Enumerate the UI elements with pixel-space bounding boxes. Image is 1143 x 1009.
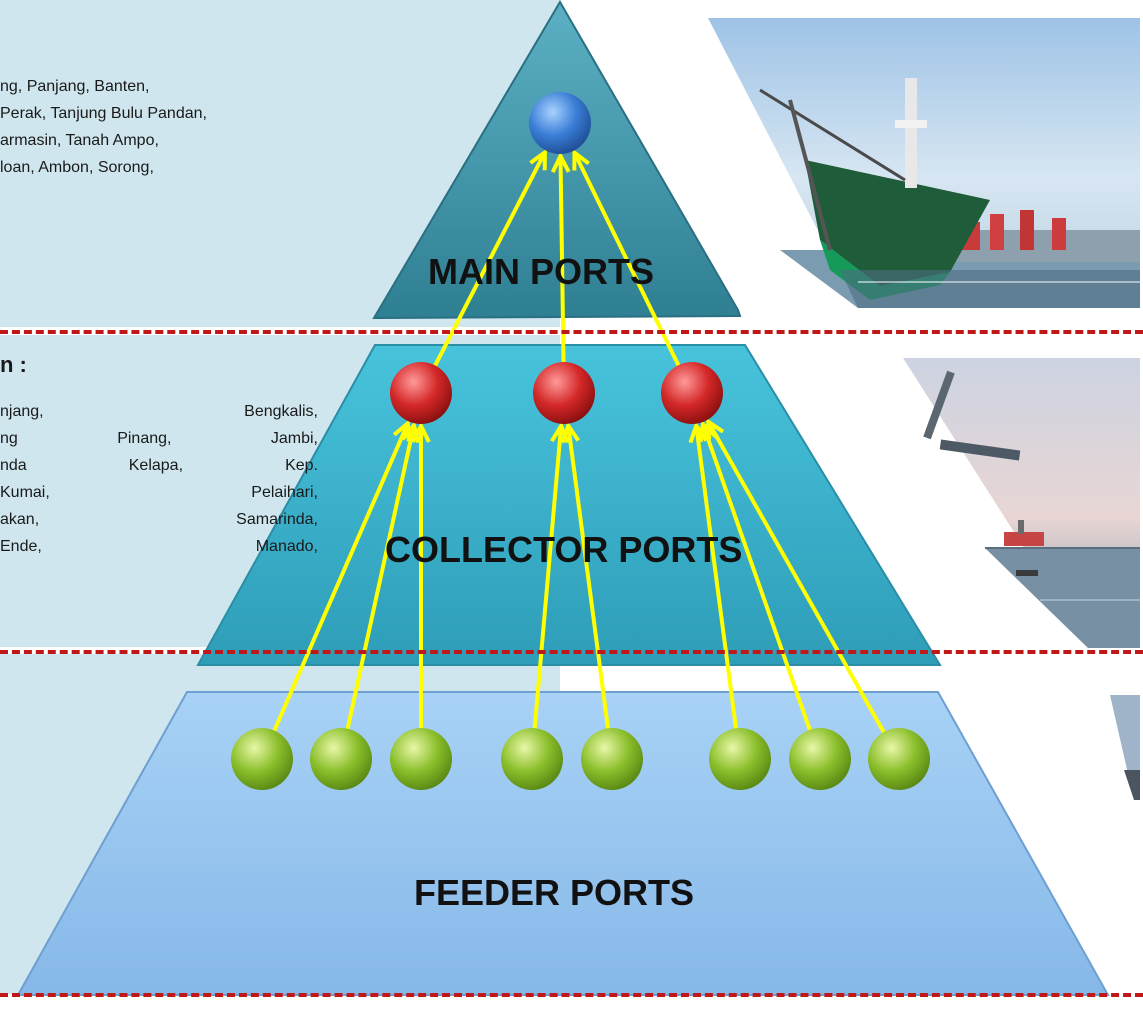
arrowhead-10 [706,417,725,440]
main-port-node [529,92,591,154]
collector-ports-description-line-6: Ende, Manado, [0,538,318,555]
feeder-port-node-7 [789,728,851,790]
links-layer [268,148,891,743]
feeder-port-node-6 [709,728,771,790]
link-feeder-4-to-collector-2 [531,425,564,740]
link-feeder-8-to-collector-3 [706,420,891,743]
collector-port-node-3 [661,362,723,424]
collector-ports-description-line-1: njang, Bengkalis, [0,403,318,420]
divider-bottom [0,993,1143,997]
container-ship-photo [708,18,1140,308]
feeder-ports-label: FEEDER PORTS [414,872,695,913]
collector-port-node-2 [533,362,595,424]
collector-ports-description-line-3: nda Kelapa, Kep. [0,457,318,474]
link-feeder-5-to-collector-2 [566,425,612,740]
main-ports-description-line-1: ng, Panjang, Banten, [0,78,150,95]
feeder-port-node-1 [231,728,293,790]
arrowhead-0 [529,148,547,171]
link-collector-2-to-main-1 [558,155,566,374]
port-photo-fragment [1110,695,1140,800]
main-ports-description-line-3: armasin, Tanah Ampo, [0,132,159,149]
divider-collector-feeder [0,650,1143,654]
collector-ports-heading-fragment: n : [0,352,27,377]
feeder-port-node-8 [868,728,930,790]
arrowhead-7 [560,421,580,444]
feeder-port-node-4 [501,728,563,790]
link-collector-3-to-main-1 [572,151,686,376]
collector-ports-description-line-5: akan, Samarinda, [0,511,318,528]
feeder-port-node-3 [390,728,452,790]
link-collector-1-to-main-1 [428,151,547,377]
arrowhead-5 [411,421,431,443]
main-ports-description: ng, Panjang, Banten, Perak, Tanjung Bulu… [0,73,340,181]
port-nodes [231,92,930,790]
main-ports-description-line-2: Perak, Tanjung Bulu Pandan, [0,105,207,122]
divider-main-collector [0,330,1143,334]
arrowhead-9 [698,419,718,443]
link-feeder-1-to-collector-1 [268,422,410,742]
main-ports-label: MAIN PORTS [428,251,655,292]
collector-port-node-1 [390,362,452,424]
collector-ports-description-line-2: ng Pinang, Jambi, [0,430,318,447]
collector-ports-trapezoid [196,344,942,666]
arrowhead-1 [550,151,571,173]
feeder-port-node-5 [581,728,643,790]
link-feeder-7-to-collector-3 [701,423,816,741]
collector-ports-description-line-4: Kumai, Pelaihari, [0,484,318,501]
collector-ports-label: COLLECTOR PORTS [385,529,743,570]
main-ports-description-line-4: loan, Ambon, Sorong, [0,159,154,176]
harbor-cranes-photo [903,358,1140,648]
link-feeder-2-to-collector-1 [343,424,416,740]
arrowhead-2 [572,148,590,171]
feeder-port-node-2 [310,728,372,790]
link-feeder-6-to-collector-3 [694,425,740,740]
feeder-ports-trapezoid [16,691,1110,996]
collector-ports-description: njang, Bengkalis, ng Pinang, Jambi, nda … [0,398,318,560]
